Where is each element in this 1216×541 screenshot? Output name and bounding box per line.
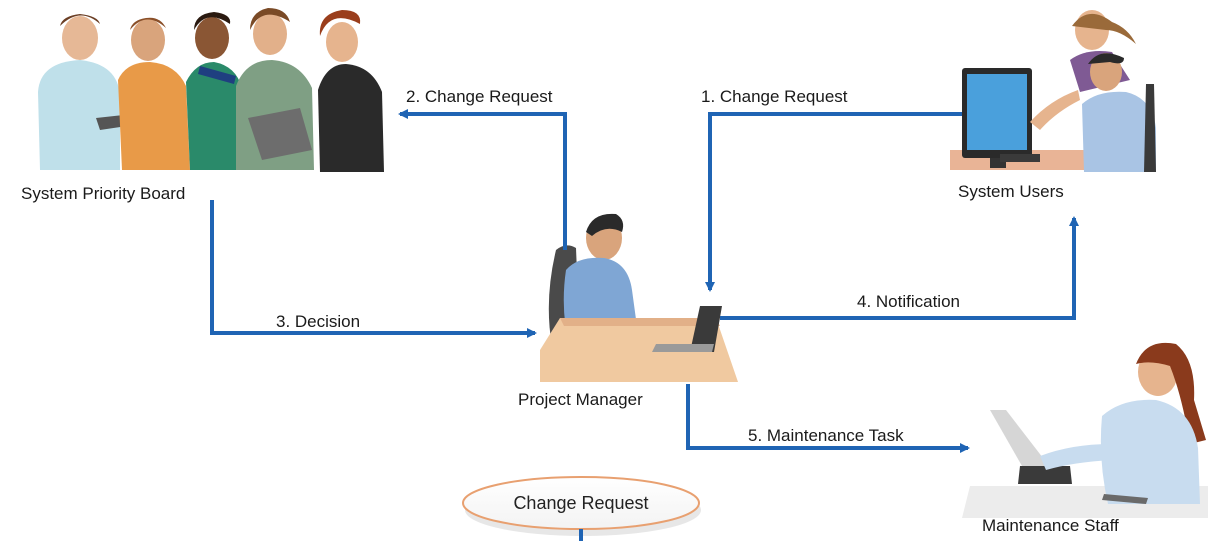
oval-label: Change Request <box>513 493 648 513</box>
project-manager-illustration <box>540 213 738 382</box>
flow-arrows <box>210 109 1079 453</box>
step-label-5: 5. Maintenance Task <box>748 426 904 445</box>
node-label-system-priority-board: System Priority Board <box>21 184 186 203</box>
arrow-1-change-request <box>705 112 962 292</box>
system-users-illustration <box>950 10 1156 172</box>
node-label-maintenance-staff: Maintenance Staff <box>982 516 1119 535</box>
step-label-4: 4. Notification <box>857 292 960 311</box>
step-label-2: 2. Change Request <box>406 87 553 106</box>
node-label-system-users: System Users <box>958 182 1064 201</box>
priority-board-illustration <box>38 8 384 172</box>
node-label-project-manager: Project Manager <box>518 390 643 409</box>
change-request-oval: Change Request <box>462 476 701 541</box>
maintenance-staff-illustration <box>962 342 1208 518</box>
arrow-5-maintenance-task <box>686 384 970 453</box>
step-label-1: 1. Change Request <box>701 87 848 106</box>
step-label-3: 3. Decision <box>276 312 361 331</box>
arrow-4-notification <box>720 216 1079 320</box>
arrow-2-change-request <box>398 109 567 250</box>
arrow-3-decision <box>210 200 537 338</box>
